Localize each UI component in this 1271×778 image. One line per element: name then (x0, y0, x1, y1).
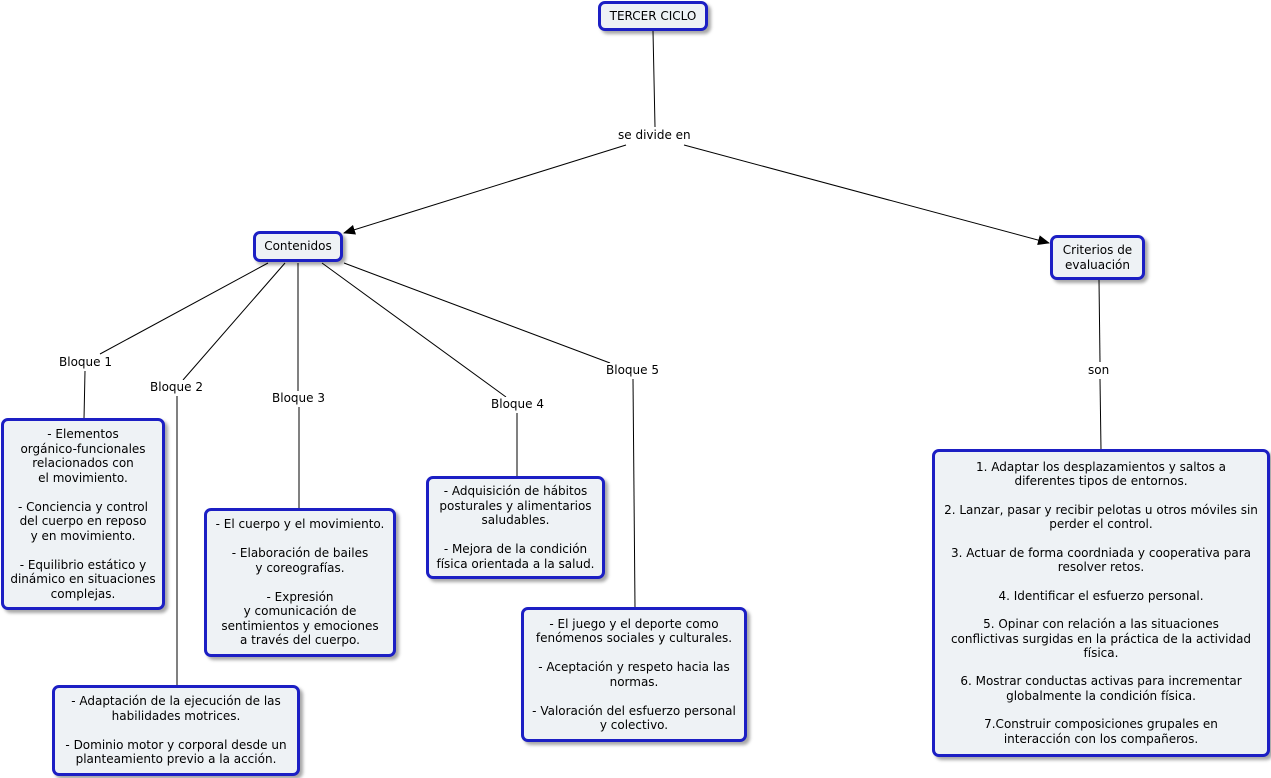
link-label-bloque2: Bloque 2 (148, 380, 205, 394)
line-contenidos-bloque4 (321, 262, 507, 398)
node-label: - Adquisición de hábitos posturales y al… (436, 484, 595, 571)
node-label: Contenidos (264, 239, 332, 254)
line-contenidos-bloque5 (343, 262, 611, 364)
line-root-to-label (652, 30, 656, 128)
node-criterios-evaluacion[interactable]: Criterios de evaluación (1050, 235, 1145, 280)
node-label: - Adaptación de la ejecución de las habi… (65, 694, 287, 767)
link-label-bloque5: Bloque 5 (604, 363, 661, 377)
node-label: Criterios de evaluación (1062, 243, 1133, 272)
link-label-son: son (1086, 363, 1112, 377)
node-bloque2-contents[interactable]: - Adaptación de la ejecución de las habi… (52, 685, 300, 776)
link-label-bloque4: Bloque 4 (489, 397, 546, 411)
node-label: - Elementos orgánico-funcionales relacio… (10, 427, 156, 601)
arrow-to-criterios (683, 144, 1050, 245)
node-bloque1-contents[interactable]: - Elementos orgánico-funcionales relacio… (1, 418, 165, 610)
line-bloque1-box (83, 370, 86, 420)
line-criterios-son (1098, 279, 1101, 363)
link-label-se-divide-en: se divide en (616, 128, 693, 142)
node-tercer-ciclo[interactable]: TERCER CICLO (598, 1, 708, 31)
node-label: TERCER CICLO (609, 8, 697, 23)
line-contenidos-bloque2 (182, 262, 286, 381)
line-contenidos-bloque1 (99, 262, 269, 355)
node-bloque3-contents[interactable]: - El cuerpo y el movimiento. - Elaboraci… (204, 508, 396, 657)
node-label: - El juego y el deporte como fenómenos s… (532, 616, 736, 733)
line-son-box (1099, 378, 1102, 451)
node-bloque4-contents[interactable]: - Adquisición de hábitos posturales y al… (426, 476, 605, 579)
node-contenidos[interactable]: Contenidos (253, 231, 343, 262)
node-label: - El cuerpo y el movimiento. - Elaboraci… (215, 517, 385, 648)
node-criterios-contents[interactable]: 1. Adaptar los desplazamientos y saltos … (932, 449, 1270, 757)
line-bloque5-box (632, 378, 636, 609)
node-label: 1. Adaptar los desplazamientos y saltos … (944, 460, 1258, 746)
arrow-to-contenidos (343, 144, 627, 235)
link-label-bloque1: Bloque 1 (57, 355, 114, 369)
node-bloque5-contents[interactable]: - El juego y el deporte como fenómenos s… (521, 607, 747, 742)
link-label-bloque3: Bloque 3 (270, 391, 327, 405)
